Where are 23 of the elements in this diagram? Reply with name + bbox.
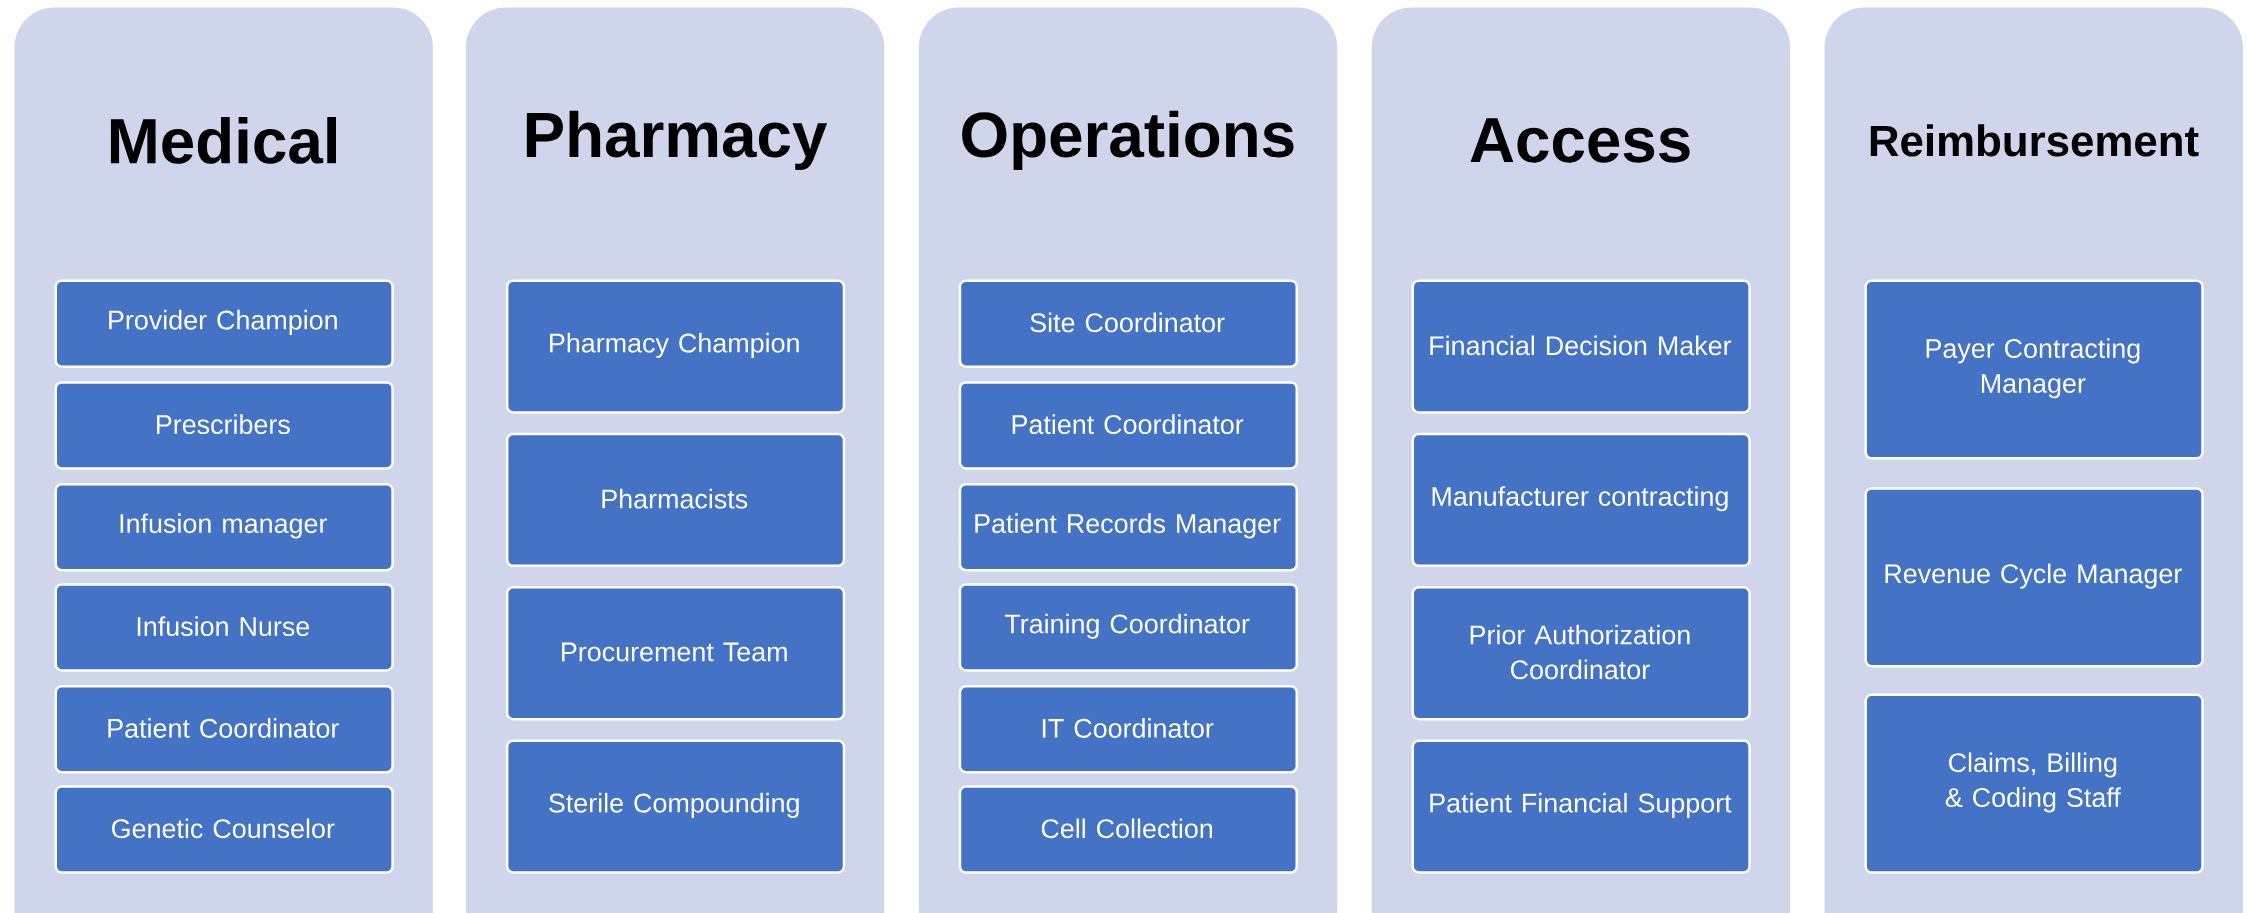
role-box: Patient Financial Support — [1411, 739, 1751, 874]
role-box: Site Coordinator — [958, 279, 1298, 368]
role-box: Prior Authorization Coordinator — [1411, 586, 1751, 721]
role-box: Revenue Cycle Manager — [1864, 487, 2204, 668]
role-box: Claims, Billing & Coding Staff — [1864, 693, 2204, 874]
role-box: Genetic Counselor — [54, 785, 394, 874]
role-box: Financial Decision Maker — [1411, 279, 1751, 414]
role-box: Procurement Team — [505, 586, 846, 721]
role-box: Sterile Compounding — [505, 739, 846, 874]
role-box: Patient Records Manager — [958, 482, 1298, 572]
role-box: Training Coordinator — [958, 583, 1298, 672]
role-box: Cell Collection — [958, 785, 1298, 874]
role-box: Prescribers — [54, 381, 394, 470]
role-box: Manufacturer contracting — [1411, 432, 1751, 568]
role-box: Patient Coordinator — [54, 685, 394, 774]
role-box: Infusion manager — [54, 482, 394, 572]
role-box: Provider Champion — [54, 279, 394, 368]
role-box: Payer Contracting Manager — [1864, 279, 2204, 460]
role-box: Infusion Nurse — [54, 583, 394, 672]
role-box: Pharmacists — [505, 432, 846, 568]
role-box: Pharmacy Champion — [505, 279, 846, 414]
role-box: Patient Coordinator — [958, 381, 1298, 470]
role-box: IT Coordinator — [958, 685, 1298, 774]
